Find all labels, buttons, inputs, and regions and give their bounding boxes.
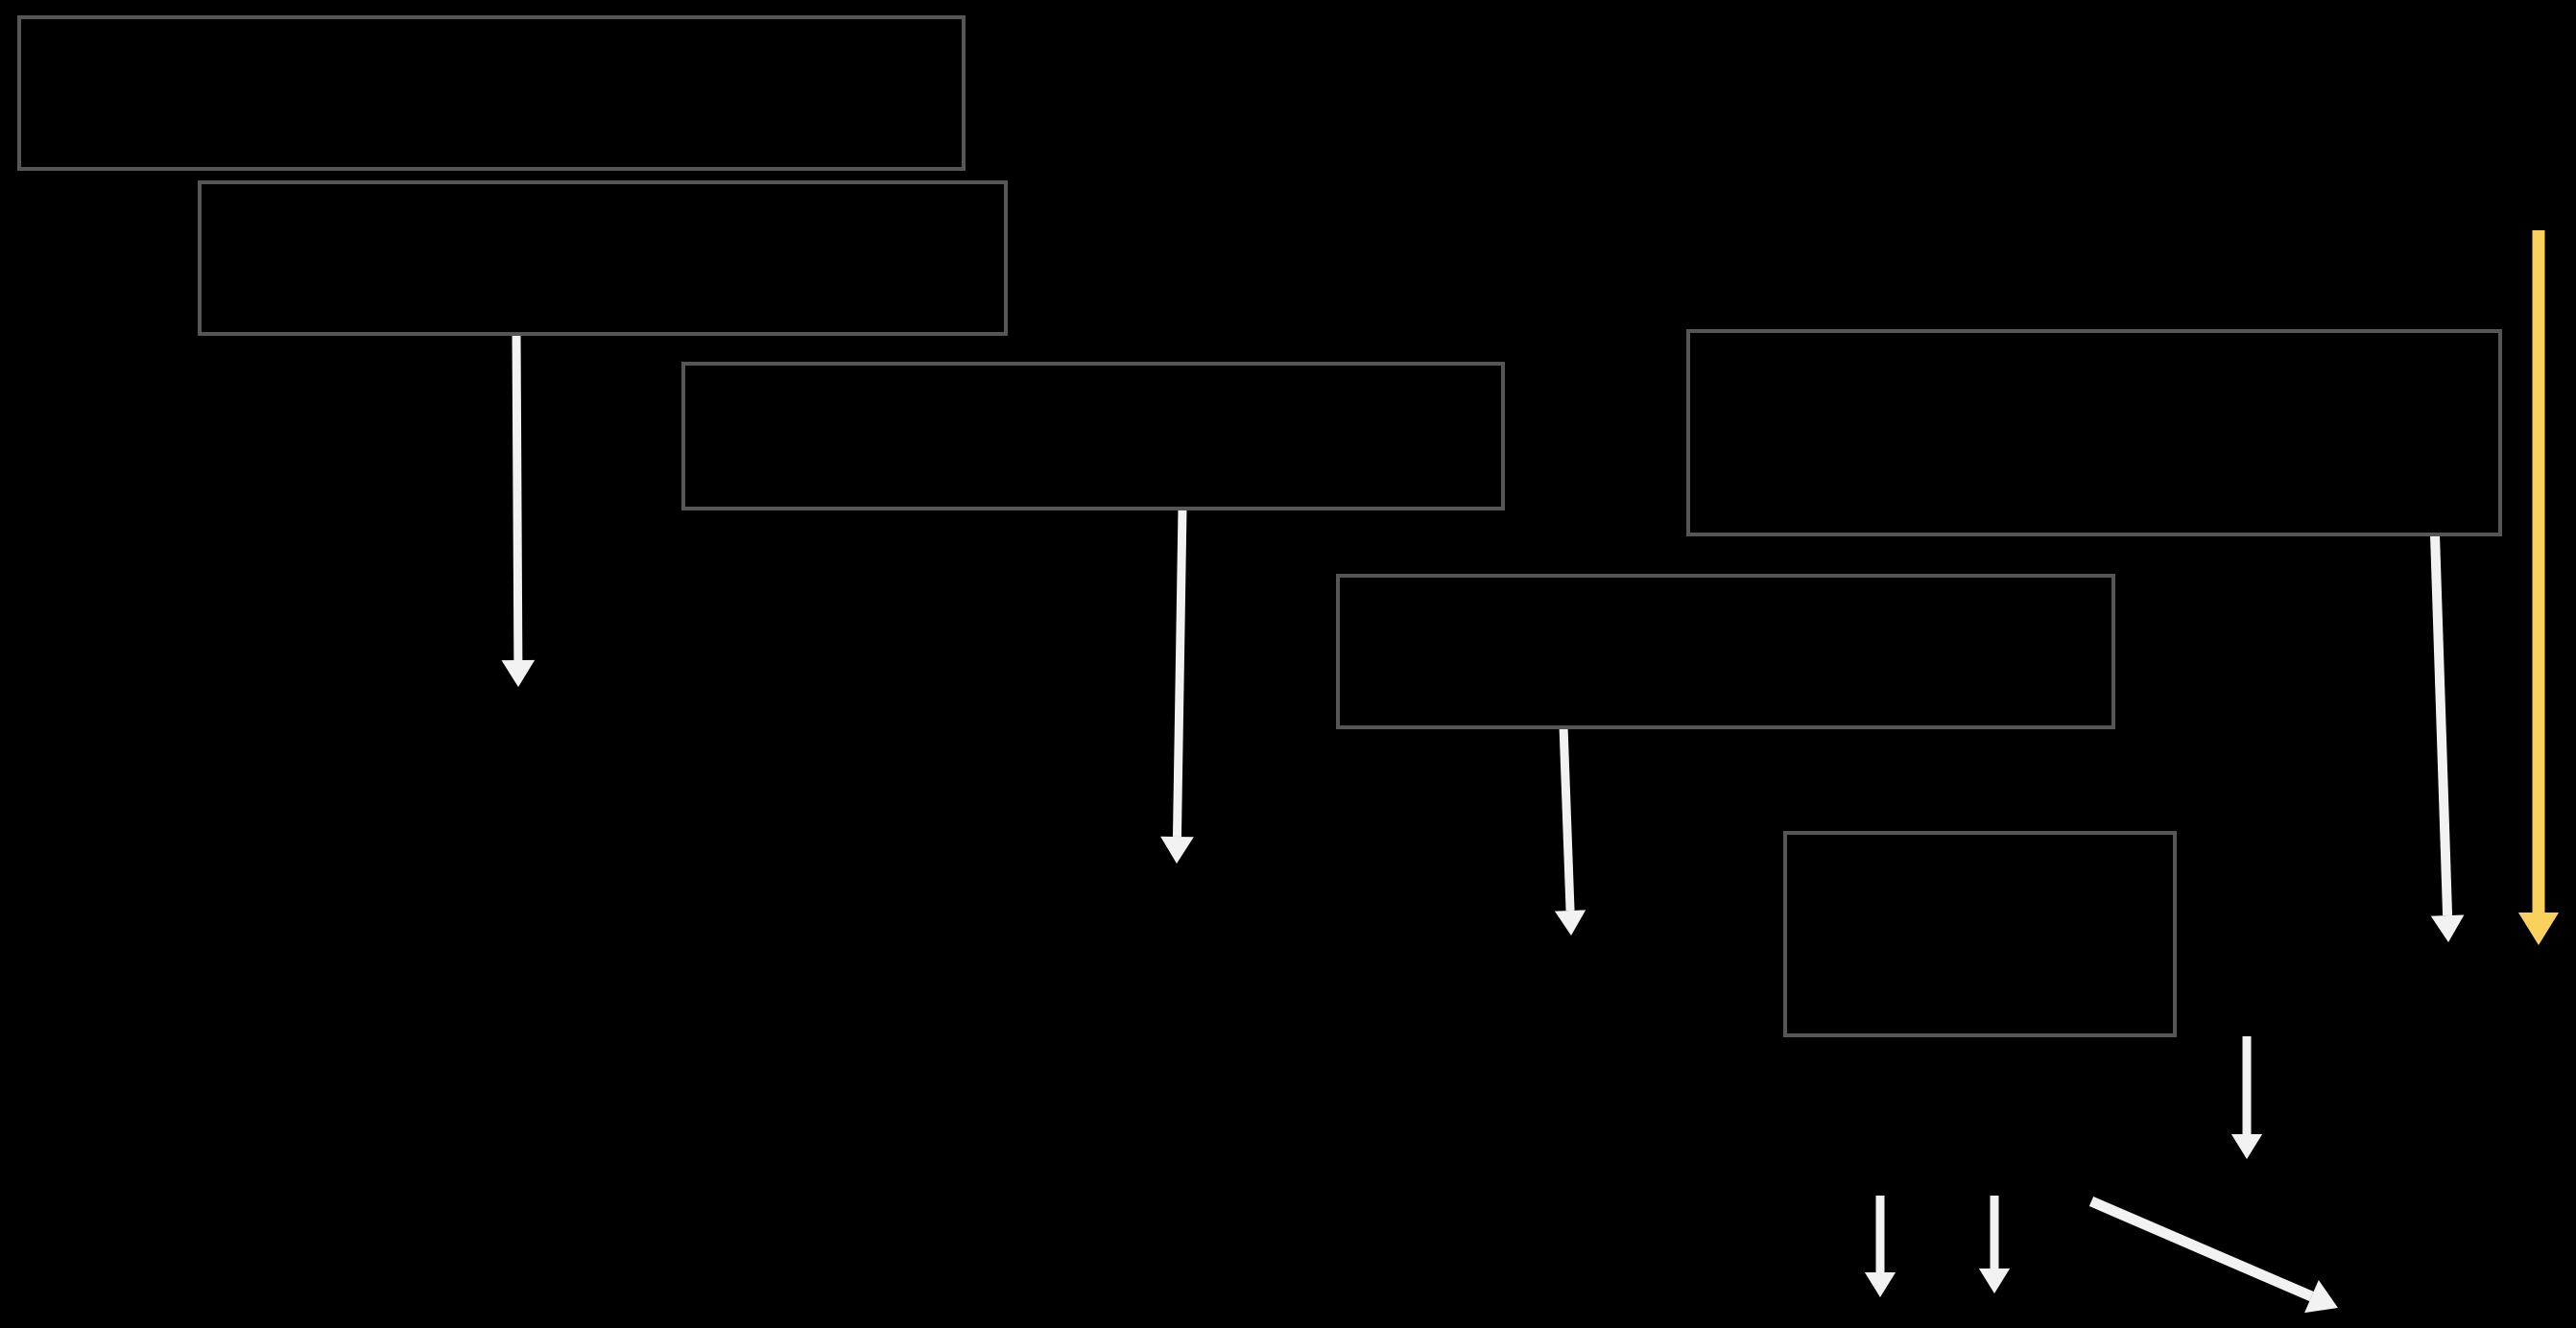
arrow-head xyxy=(2230,1134,2263,1159)
diagram-node[interactable] xyxy=(1336,574,2115,729)
arrow-connector[interactable] xyxy=(501,329,536,687)
arrow-connector[interactable] xyxy=(1978,1196,2011,1293)
arrow-shaft xyxy=(2430,534,2453,916)
arrow-connector[interactable] xyxy=(2430,534,2465,942)
arrow-head xyxy=(2517,913,2560,945)
diagram-node[interactable] xyxy=(198,180,1008,336)
arrow-head xyxy=(2304,1280,2338,1314)
diagram-node[interactable] xyxy=(17,15,966,171)
arrow-shaft xyxy=(2088,1196,2314,1302)
arrow-connector[interactable] xyxy=(1554,725,1586,936)
arrow-head xyxy=(1978,1269,2011,1293)
arrow-shaft xyxy=(512,329,523,661)
diagram-node[interactable] xyxy=(1686,329,2502,536)
arrow-head xyxy=(1160,836,1194,864)
diagram-node[interactable] xyxy=(1783,831,2177,1037)
arrow-shaft xyxy=(1559,725,1575,912)
highlight-arrow-connector[interactable] xyxy=(2517,230,2560,945)
arrow-connector[interactable] xyxy=(2230,1036,2263,1159)
arrow-connector[interactable] xyxy=(2088,1196,2338,1314)
arrow-head xyxy=(2430,914,2465,942)
arrow-shaft xyxy=(1172,508,1187,838)
arrow-connector[interactable] xyxy=(1864,1196,1896,1297)
arrow-head xyxy=(501,659,536,687)
diagram-node[interactable] xyxy=(681,362,1505,510)
arrow-connector[interactable] xyxy=(1160,508,1194,864)
arrow-head xyxy=(1864,1272,1896,1297)
arrow-head xyxy=(1554,910,1586,936)
